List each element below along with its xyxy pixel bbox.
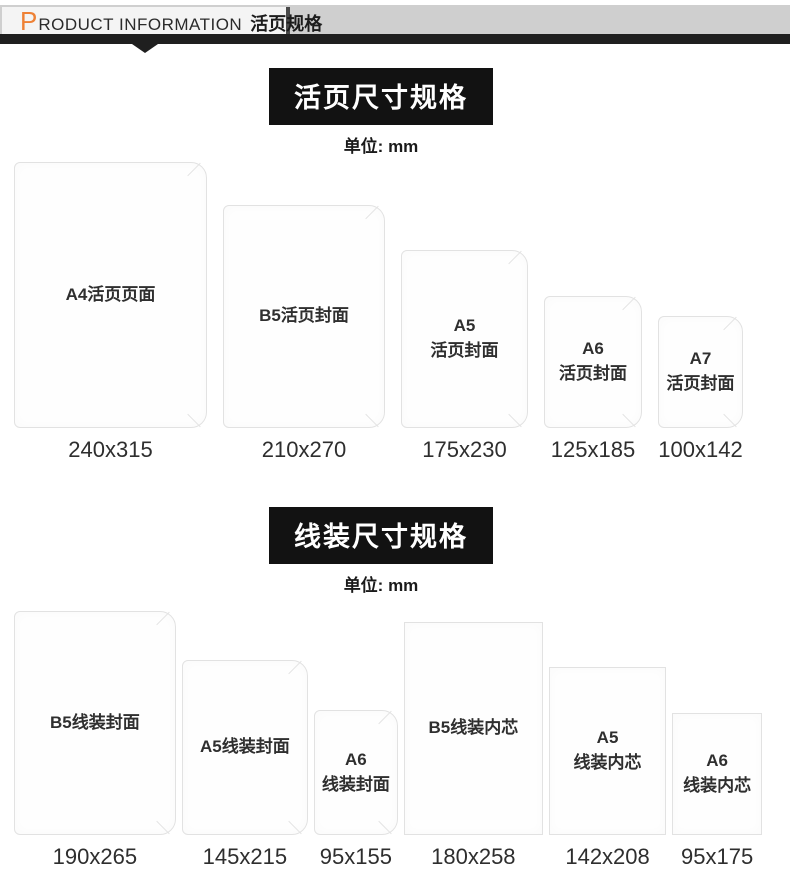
header-title-english: RODUCT INFORMATION (38, 15, 243, 34)
section-title-threadbound: 线装尺寸规格 (269, 507, 493, 564)
unit-label-looseleaf: 单位: mm (343, 137, 419, 156)
paper-size-value: 95x175 (681, 844, 754, 869)
header-black-bar (0, 34, 790, 44)
card-row-threadbound: B5线装封面 190x265 A5线装封面 145x215 A6 线装封面 (0, 611, 762, 870)
paper-card-a4-page: A4活页页面 (14, 162, 207, 428)
unit-label-threadbound: 单位: mm (343, 576, 419, 595)
paper-card-a7-cover: A7 活页封面 (658, 316, 743, 428)
paper-card-b5-bound-core: B5线装内芯 (403, 622, 543, 835)
paper-card-label: A5 活页封面 (431, 314, 499, 363)
paper-card-label-line2: 线装封面 (321, 774, 390, 794)
paper-column-b5-bound-core: B5线装内芯 180x258 (403, 622, 543, 870)
paper-card-label-line2: 活页封面 (559, 364, 627, 383)
paper-column-a5-bound-cover: A5线装封面 145x215 (181, 660, 308, 870)
paper-card-label: B5线装封面 (50, 711, 140, 736)
paper-size-value: 100x142 (658, 437, 743, 462)
paper-size-value: 145x215 (202, 844, 288, 869)
arrow-down-pointer-icon (132, 44, 158, 53)
paper-card-label: A6 线装内芯 (683, 749, 751, 798)
paper-card-a6-bound-core: A6 线装内芯 (672, 713, 762, 835)
paper-card-label-line1: A4活页页面 (65, 284, 156, 304)
paper-card-label: B5活页封面 (259, 304, 349, 329)
paper-card-label: A7 活页封面 (667, 347, 735, 396)
paper-size-value: 240x315 (68, 437, 153, 462)
paper-card-label: A5 线装内芯 (574, 726, 642, 775)
paper-card-label-line2: 线装内芯 (683, 776, 752, 795)
paper-column-a7-cover: A7 活页封面 100x142 (658, 316, 743, 463)
paper-card-a5-cover: A5 活页封面 (401, 250, 528, 428)
paper-column-a6-bound-core: A6 线装内芯 95x175 (672, 713, 762, 870)
paper-size-value: 210x270 (261, 437, 347, 462)
paper-card-a6-cover: A6 活页封面 (544, 296, 642, 428)
paper-size-value: 142x208 (565, 844, 650, 869)
paper-column-b5-cover: B5活页封面 210x270 (223, 205, 385, 463)
paper-card-label-line1: A5线装封面 (200, 737, 290, 757)
paper-card-label-line1: A7 (689, 349, 712, 369)
paper-card-label: A6 线装封面 (322, 748, 390, 797)
section-title-looseleaf: 活页尺寸规格 (269, 68, 493, 125)
paper-card-a5-bound-cover: A5线装封面 (181, 660, 308, 835)
paper-card-a6-bound-cover: A6 线装封面 (313, 710, 398, 835)
paper-size-value: 125x185 (550, 437, 636, 462)
paper-card-label-line1: A6 (345, 749, 367, 769)
paper-column-a4-page: A4活页页面 240x315 (14, 162, 207, 463)
paper-card-label: A6 活页封面 (559, 337, 627, 386)
paper-card-label-line1: A5 (596, 728, 619, 748)
paper-card-b5-cover: B5活页封面 (223, 205, 385, 428)
paper-card-label-line1: A6 (706, 751, 728, 771)
paper-size-value: 95x155 (319, 844, 392, 869)
paper-card-label-line1: B5线装封面 (50, 712, 140, 732)
paper-size-value: 190x265 (52, 844, 138, 869)
paper-column-a5-cover: A5 活页封面 175x230 (401, 250, 528, 463)
paper-card-label: B5线装内芯 (428, 716, 518, 741)
paper-card-label: A5线装封面 (200, 735, 290, 760)
paper-column-a5-bound-core: A5 线装内芯 142x208 (548, 667, 667, 870)
paper-card-label-line2: 线装内芯 (573, 753, 642, 772)
paper-card-label-line2: 活页封面 (666, 374, 735, 393)
card-row-looseleaf: A4活页页面 240x315 B5活页封面 210x270 A5 活页封面 (0, 162, 762, 463)
paper-column-a6-bound-cover: A6 线装封面 95x155 (313, 710, 398, 870)
paper-card-label-line1: A6 (582, 339, 604, 359)
paper-card-label: A4活页页面 (66, 283, 156, 308)
page-content: 活页尺寸规格 单位: mm A4活页页面 240x315 B5活页封面 210x… (0, 68, 762, 870)
paper-card-label-line1: B5线装内芯 (428, 718, 519, 738)
paper-card-label-line2: 活页封面 (430, 341, 499, 360)
paper-column-b5-bound-cover: B5线装封面 190x265 (14, 611, 176, 870)
paper-card-a5-bound-core: A5 线装内芯 (548, 667, 667, 835)
header-title-chinese: 活页规格 (250, 14, 323, 34)
paper-size-value: 175x230 (422, 437, 507, 462)
header-title-initial: P (20, 6, 38, 36)
paper-column-a6-cover: A6 活页封面 125x185 (544, 296, 642, 463)
paper-card-label-line1: B5活页封面 (259, 306, 349, 326)
paper-size-value: 180x258 (431, 844, 516, 869)
paper-card-label-line1: A5 (453, 316, 476, 336)
paper-card-b5-bound-cover: B5线装封面 (14, 611, 176, 835)
